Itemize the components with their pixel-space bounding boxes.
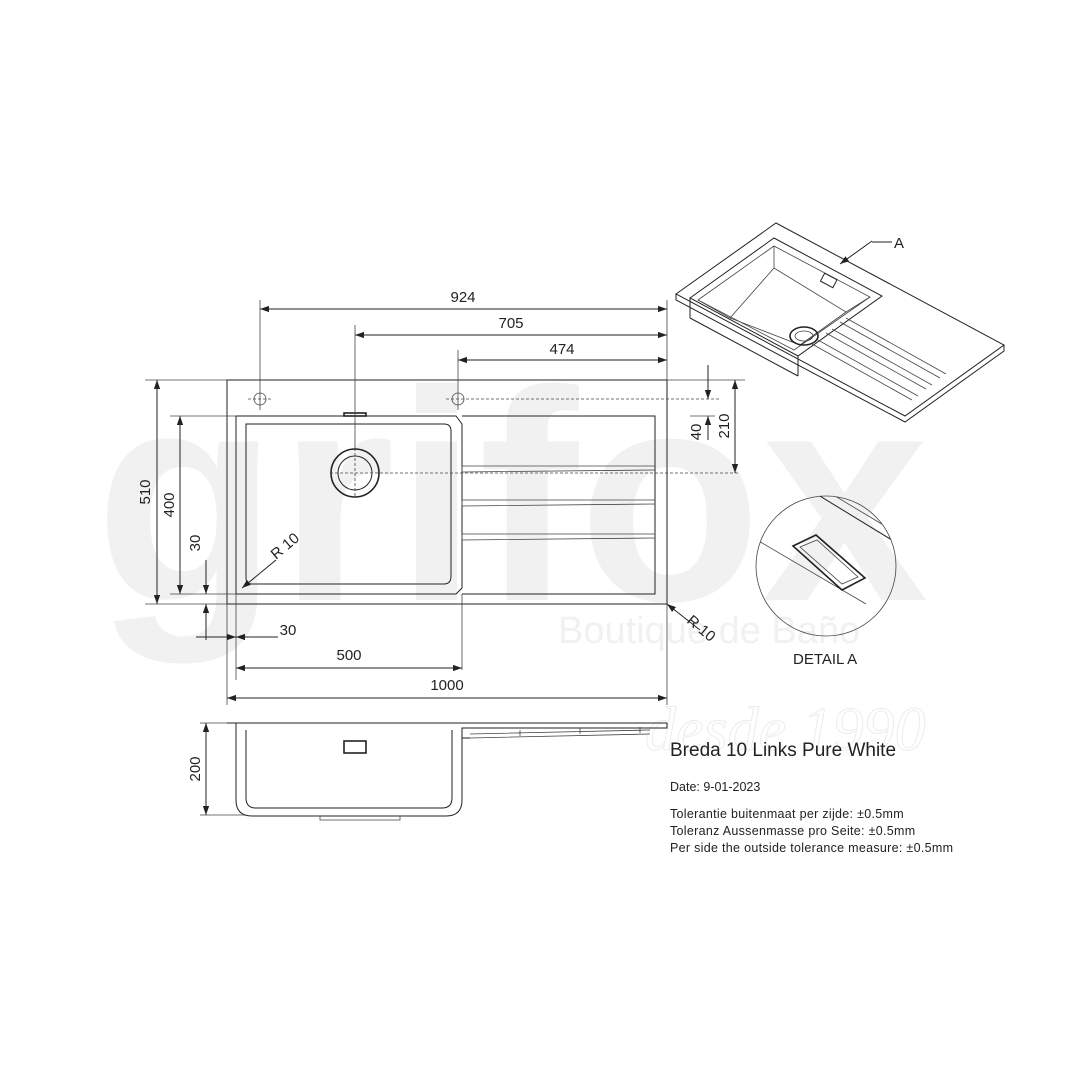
watermark-since: desde 1990 [645, 696, 926, 764]
dim-500: 500 [336, 647, 361, 664]
tolerance-de: Toleranz Aussenmasse pro Seite: ±0.5mm [670, 824, 916, 838]
sink-outline [226, 379, 668, 605]
drawing-date: Date: 9-01-2023 [670, 780, 761, 794]
dim-30-left: 30 [187, 535, 204, 552]
dim-510: 510 [137, 479, 154, 504]
dim-924: 924 [450, 289, 475, 306]
product-title: Breda 10 Links Pure White [670, 740, 897, 761]
overflow-section [343, 740, 367, 754]
dim-705: 705 [498, 315, 523, 332]
drainer-grooves [461, 465, 656, 541]
drainer-board [462, 415, 656, 595]
tolerance-en: Per side the outside tolerance measure: … [670, 841, 954, 855]
dim-400: 400 [161, 492, 178, 517]
detail-a-circle [755, 495, 897, 637]
detail-a-label: DETAIL A [793, 651, 857, 668]
dim-200: 200 [187, 756, 204, 781]
dim-1000: 1000 [430, 677, 463, 694]
dimension-lines [145, 300, 745, 816]
watermark-tagline: Boutique de Baño [558, 610, 860, 652]
dim-474: 474 [549, 341, 574, 358]
detail-a-view: DETAIL A [755, 495, 897, 668]
drain-section [319, 816, 401, 821]
watermark-brand: grifox [95, 328, 930, 666]
dim-30-bottom: 30 [280, 622, 297, 639]
dim-210: 210 [716, 413, 733, 438]
detail-marker: A [894, 235, 904, 252]
product-info: Breda 10 Links Pure White Date: 9-01-202… [670, 740, 953, 857]
tolerance-nl: Tolerantie buitenmaat per zijde: ±0.5mm [670, 807, 904, 821]
sink-isometric-view: A [675, 222, 1005, 423]
dim-40: 40 [688, 424, 705, 441]
sink-section-view [227, 722, 668, 821]
watermark: grifox Boutique de Baño desde 1990 [95, 328, 930, 765]
